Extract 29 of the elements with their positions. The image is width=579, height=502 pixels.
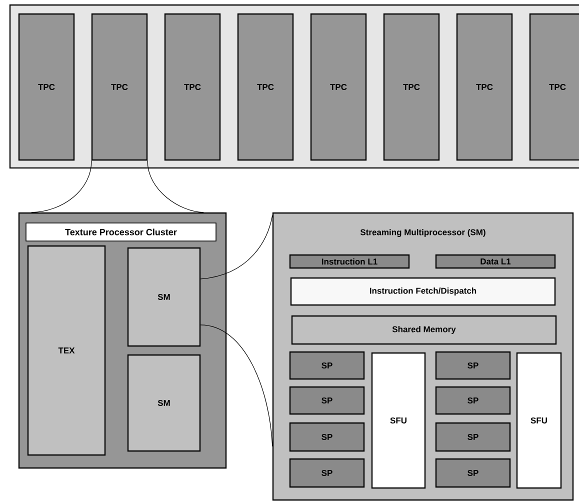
unit-box: SM: [127, 247, 201, 347]
cluster-box: TPC: [237, 13, 294, 161]
unit-box: SFU: [516, 352, 562, 489]
cluster-box: TPC: [18, 13, 75, 161]
cluster-box: TPC: [456, 13, 513, 161]
core-box: SP: [435, 386, 511, 415]
core-box: SP: [289, 386, 365, 415]
cache-bar: Data L1: [435, 254, 556, 269]
core-box: SP: [289, 422, 365, 452]
cluster-box: TPC: [164, 13, 221, 161]
connector-curve: [200, 215, 273, 280]
unit-box: Instruction Fetch/Dispatch: [290, 277, 556, 306]
unit-box: TEX: [27, 245, 106, 456]
cluster-box: TPC: [383, 13, 440, 161]
unit-box: Shared Memory: [291, 315, 557, 345]
connector-curve: [147, 160, 204, 213]
core-box: SP: [289, 458, 365, 488]
connector-curve: [200, 324, 273, 447]
cache-bar: Instruction L1: [289, 254, 410, 269]
cluster-box: TPC: [310, 13, 367, 161]
core-box: SP: [435, 422, 511, 452]
connector-curve: [31, 160, 92, 213]
cluster-box: TPC: [91, 13, 148, 161]
core-box: SP: [289, 351, 365, 380]
unit-box: SM: [127, 354, 201, 452]
cluster-box: TPC: [529, 13, 579, 161]
unit-box: SFU: [371, 352, 426, 489]
core-box: SP: [435, 351, 511, 380]
core-box: SP: [435, 458, 511, 488]
